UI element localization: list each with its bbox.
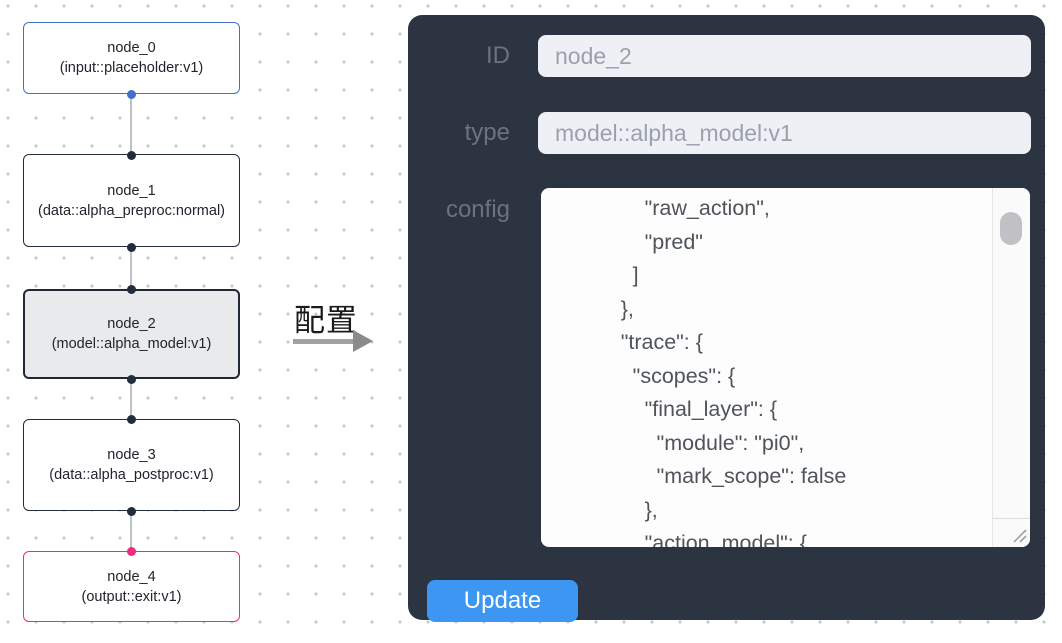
config-panel: ID type config "raw_action", "pred" ] },…	[408, 15, 1045, 622]
type-input[interactable]	[538, 112, 1031, 154]
node-type-label: (input::placeholder:v1)	[59, 60, 204, 76]
edge-node1-node2	[130, 247, 132, 290]
config-json-text[interactable]: "raw_action", "pred" ] }, "trace": { "sc…	[620, 196, 847, 547]
node-type-label: (model::alpha_model:v1)	[51, 336, 212, 352]
node-node_4[interactable]: node_4 (output::exit:v1)	[23, 551, 240, 622]
node-title: node_4	[107, 568, 156, 585]
configure-arrow	[293, 339, 354, 344]
port-node_0-out[interactable]	[126, 89, 136, 99]
node-node_3[interactable]: node_3 (data::alpha_postproc:v1)	[23, 419, 240, 511]
port-node_2-in[interactable]	[126, 284, 136, 294]
resize-grip-icon[interactable]	[1011, 527, 1028, 544]
config-scrollbar-thumb[interactable]	[1000, 212, 1022, 245]
node-title: node_1	[107, 182, 156, 199]
flow-canvas[interactable]: node_0 (input::placeholder:v1) node_1 (d…	[0, 0, 408, 643]
port-node_1-out[interactable]	[126, 242, 136, 252]
edge-node2-node3	[130, 379, 132, 420]
type-field-label: type	[464, 119, 510, 146]
config-scrollbar-track[interactable]	[992, 188, 1030, 547]
id-field-label: ID	[486, 42, 510, 69]
node-type-label: (data::alpha_postproc:v1)	[49, 467, 214, 483]
configure-annotation-label: 配置	[294, 303, 358, 338]
update-button[interactable]: Update	[427, 580, 578, 622]
port-node_3-in[interactable]	[126, 414, 136, 424]
port-node_3-out[interactable]	[126, 506, 136, 516]
node-node_0[interactable]: node_0 (input::placeholder:v1)	[23, 22, 240, 94]
port-node_4-in[interactable]	[126, 546, 136, 556]
node-title: node_0	[107, 40, 156, 56]
node-title: node_2	[107, 316, 156, 332]
config-textarea[interactable]: "raw_action", "pred" ] }, "trace": { "sc…	[541, 188, 1030, 547]
node-title: node_3	[107, 447, 156, 463]
node-node_1[interactable]: node_1 (data::alpha_preproc:normal)	[23, 154, 240, 247]
id-input[interactable]	[538, 35, 1031, 77]
port-node_1-in[interactable]	[126, 150, 136, 160]
edge-node3-node4	[130, 511, 132, 552]
node-node_2[interactable]: node_2 (model::alpha_model:v1)	[23, 289, 240, 379]
node-type-label: (data::alpha_preproc:normal)	[38, 202, 225, 219]
port-node_2-out[interactable]	[126, 374, 136, 384]
config-field-label: config	[445, 196, 510, 223]
configure-arrow-head-icon	[353, 330, 373, 352]
node-type-label: (output::exit:v1)	[81, 588, 182, 605]
edge-node0-node1	[130, 94, 132, 156]
